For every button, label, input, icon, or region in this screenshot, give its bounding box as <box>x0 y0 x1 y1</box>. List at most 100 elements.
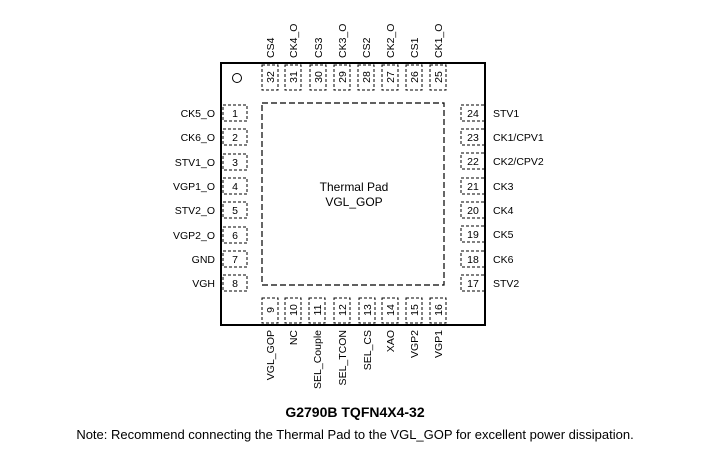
pin-number: 13 <box>362 304 374 316</box>
pin-name: CS3 <box>313 37 325 58</box>
pin-number: 1 <box>232 108 238 120</box>
pin-pad <box>358 297 376 324</box>
pin-number: 20 <box>467 205 479 217</box>
pin-pad <box>261 297 279 324</box>
pin-pad <box>222 274 248 292</box>
pin-pad <box>405 64 423 91</box>
pin-name: CK2/CPV2 <box>493 156 544 168</box>
pin-number: 5 <box>232 205 238 217</box>
pin-number: 4 <box>232 181 238 193</box>
pin-number: 25 <box>433 71 445 83</box>
pin-name: VGP1_O <box>173 181 215 193</box>
thermal-pad-net: VGL_GOP <box>325 195 382 209</box>
pin-number: 27 <box>385 71 397 83</box>
pin-name: VGP1 <box>433 330 445 358</box>
pin-name: CK6 <box>493 254 514 266</box>
pin-pad <box>460 104 486 122</box>
pin-name: STV2_O <box>175 205 215 217</box>
pin-pad <box>222 153 248 171</box>
pin-pad <box>222 226 248 244</box>
pin-number: 3 <box>232 157 238 169</box>
pin-name: CK3_O <box>337 24 349 58</box>
pin-pad <box>381 297 399 324</box>
part-title: G2790B TQFN4X4-32 <box>285 404 425 420</box>
pin-number: 23 <box>467 132 479 144</box>
pin-name: CK4_O <box>288 24 300 58</box>
pin-name: CK1_O <box>433 24 445 58</box>
pin-number: 6 <box>232 230 238 242</box>
pin-number: 24 <box>467 108 479 120</box>
pin-pad <box>429 297 447 324</box>
pin-number: 8 <box>232 278 238 290</box>
pin-pad <box>460 225 486 243</box>
pin-name: SEL_CS <box>362 330 374 370</box>
pin-number: 12 <box>337 304 349 316</box>
pin-pad <box>381 64 399 91</box>
pin-pad <box>222 177 248 195</box>
pin-number: 29 <box>337 71 349 83</box>
package-body <box>220 62 486 326</box>
pin-number: 10 <box>288 304 300 316</box>
pins-layer: 1 CK5_O 2 CK6_O 3 STV1_O 4 VGP1_O 5 STV2_O 6 VGP2_O… <box>173 24 544 389</box>
pin-pad <box>222 104 248 122</box>
pin-number: 7 <box>232 254 238 266</box>
pin-number: 21 <box>467 181 479 193</box>
pin-number: 26 <box>409 71 421 83</box>
pin-number: 17 <box>467 278 479 290</box>
pin-pad <box>460 152 486 170</box>
pin-name: CS4 <box>265 37 277 58</box>
pin-name: CK5_O <box>181 108 215 120</box>
pin-number: 28 <box>361 71 373 83</box>
pin-number: 11 <box>312 304 324 315</box>
pin-pad <box>405 297 423 324</box>
pin-name: VGL_GOP <box>265 330 277 380</box>
pin-number: 32 <box>265 71 277 83</box>
pin-name: SEL_TCON <box>337 330 349 385</box>
pin-number: 9 <box>265 307 277 313</box>
pin-pad <box>222 128 248 146</box>
pin-pad <box>333 64 351 91</box>
pin-name: CK6_O <box>181 132 215 144</box>
pin-name: STV1_O <box>175 157 215 169</box>
pin-pad <box>357 64 375 91</box>
pin-pad <box>284 297 302 324</box>
footnote: Note: Recommend connecting the Thermal P… <box>76 427 634 442</box>
pin-pad <box>308 297 326 324</box>
pin-pad <box>460 177 486 195</box>
pin-name: NC <box>288 330 300 346</box>
pin-number: 30 <box>313 71 325 83</box>
pin-number: 18 <box>467 254 479 266</box>
pin-name: CK1/CPV1 <box>493 132 544 144</box>
pin-name: VGP2 <box>409 330 421 358</box>
pin-number: 22 <box>467 156 479 168</box>
pin-pad <box>333 297 351 324</box>
pin-name: STV2 <box>493 278 519 290</box>
pin-pad <box>284 64 302 91</box>
pin-number: 16 <box>433 304 445 316</box>
pin-name: CS1 <box>409 37 421 58</box>
pin-pad <box>222 201 248 219</box>
pin-number: 2 <box>232 132 238 144</box>
pin-name: CK3 <box>493 181 514 193</box>
pin-pad <box>309 64 327 91</box>
pin-pad <box>222 250 248 268</box>
pin-name: GND <box>192 254 216 266</box>
pin-number: 31 <box>288 71 300 83</box>
pin-name: CK4 <box>493 205 514 217</box>
pin-pad <box>460 201 486 219</box>
pin-name: CS2 <box>361 37 373 58</box>
pin-pad <box>460 250 486 268</box>
pin-pad <box>429 64 447 91</box>
pin-number: 19 <box>467 229 479 241</box>
pin-name: XAO <box>385 330 397 352</box>
pin-1-dot-icon <box>232 73 242 83</box>
thermal-pad-label: Thermal Pad <box>320 180 389 194</box>
pin-name: VGH <box>192 278 215 290</box>
pin-name: STV1 <box>493 108 519 120</box>
pin-name: CK5 <box>493 229 514 241</box>
pin-name: VGP2_O <box>173 230 215 242</box>
pin-pad <box>460 128 486 146</box>
pin-number: 14 <box>385 304 397 316</box>
pin-name: CK2_O <box>385 24 397 58</box>
